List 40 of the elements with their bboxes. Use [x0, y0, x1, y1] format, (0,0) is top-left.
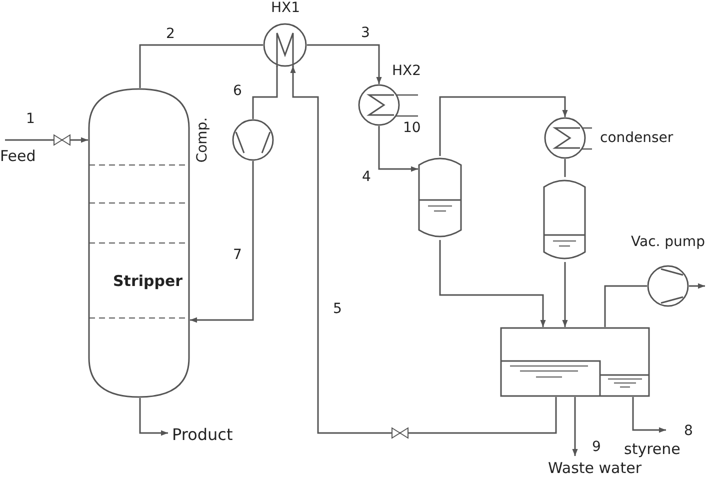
process-line: [139, 398, 168, 436]
process-line: [564, 159, 566, 177]
stream-number: 1: [26, 112, 35, 126]
stream-number: 8: [684, 424, 693, 438]
process-line: [139, 44, 263, 88]
process-line: [632, 397, 666, 433]
stream-name: styrene: [624, 440, 680, 458]
process-line: [439, 96, 568, 156]
stream-name: Waste water: [548, 459, 642, 477]
stream-number: 7: [233, 248, 242, 262]
receiver-drum: [543, 177, 586, 262]
process-line: [604, 285, 647, 327]
stream-number: 10: [403, 121, 421, 135]
process-line: [439, 240, 546, 327]
decanter-tank: [500, 327, 650, 397]
stream-name: Feed: [0, 147, 36, 165]
process-line: [572, 397, 578, 456]
stream-number: 3: [361, 26, 370, 40]
stream-number: 4: [362, 170, 371, 184]
stream-number: 9: [592, 440, 601, 454]
process-line: [190, 161, 254, 323]
process-line: [307, 44, 382, 84]
equipment-label: Comp.: [196, 117, 210, 163]
process-line: [290, 66, 557, 434]
equipment-label: condenser: [600, 131, 674, 145]
equipment-label: HX2: [392, 64, 422, 78]
equipment-label: Vac. pump: [631, 235, 705, 249]
vessel-label: Stripper: [113, 274, 183, 289]
stripper-column: [88, 88, 190, 398]
equipment-label: HX1: [271, 1, 300, 15]
process-line: [378, 126, 418, 172]
process-line: [689, 283, 705, 289]
stream-number: 2: [166, 27, 175, 41]
stream-number: 5: [333, 302, 342, 316]
process-line: [252, 66, 278, 119]
process-line: [5, 137, 88, 143]
stream-name: Product: [172, 425, 233, 444]
flash-drum: [418, 155, 462, 240]
process-line: [562, 262, 568, 327]
stream-number: 6: [233, 84, 242, 98]
